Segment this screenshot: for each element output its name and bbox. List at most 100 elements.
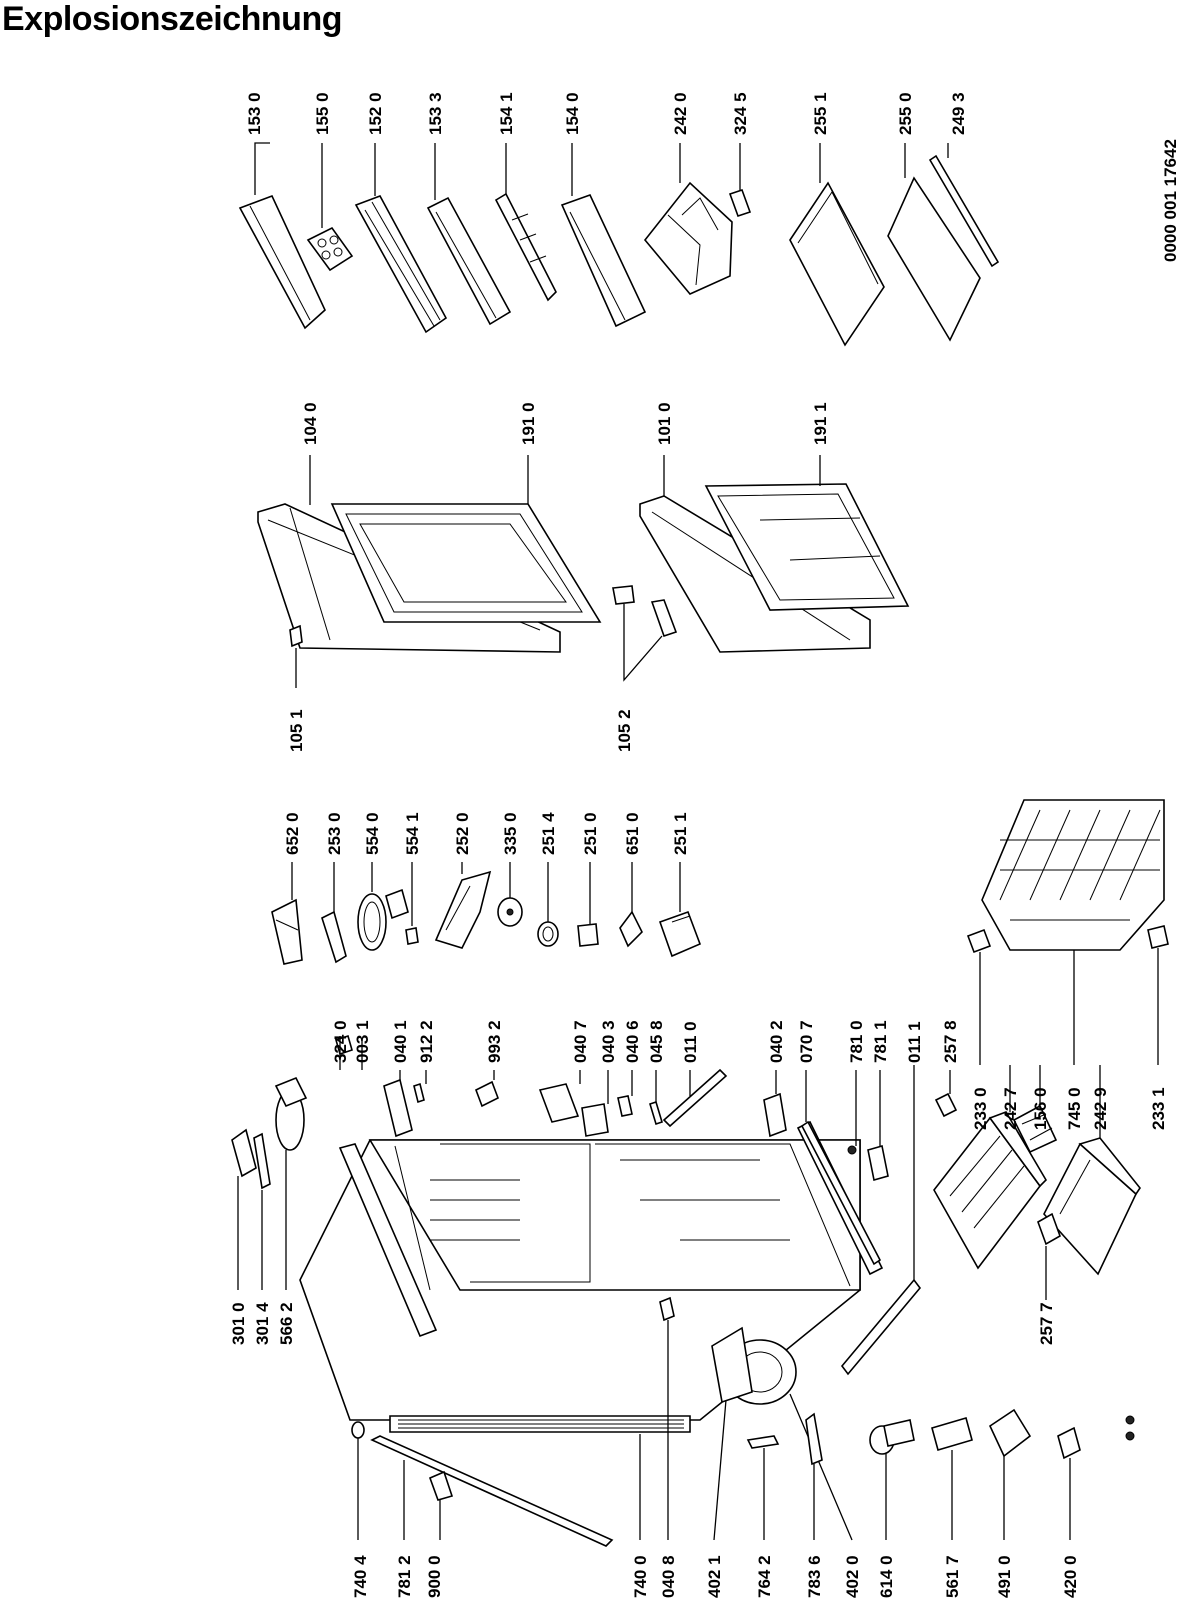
clip-324-5 xyxy=(728,143,752,218)
bottom-parts xyxy=(351,1296,1135,1547)
knob-335-0 xyxy=(497,862,523,927)
label-242-9: 242 9 xyxy=(1091,1087,1110,1130)
lamp-cover-554-0 xyxy=(357,862,409,951)
labels-bottom: 740 4 781 2 900 0 740 0 040 8 402 1 764 … xyxy=(351,1555,1080,1598)
labels-top-left: 301 0 301 4 566 2 xyxy=(229,1302,296,1345)
label-324-0: 324 0 xyxy=(331,1020,350,1063)
label-257-8: 257 8 xyxy=(941,1020,960,1063)
label-040-7: 040 7 xyxy=(571,1020,590,1063)
label-402-0: 402 0 xyxy=(843,1555,862,1598)
thermostat-652-0 xyxy=(271,862,303,965)
ice-tray-156-0 xyxy=(1012,1065,1058,1154)
label-324-5: 324 5 xyxy=(731,92,750,135)
labels-hinges: 324 0 003 1 040 1 912 2 993 2 040 7 040 … xyxy=(331,1020,960,1063)
hinge-parts-top xyxy=(335,1034,958,1266)
rail-011-1 xyxy=(840,1065,922,1376)
label-301-4: 301 4 xyxy=(253,1302,272,1345)
label-561-7: 561 7 xyxy=(943,1555,962,1598)
egg-tray-155-0 xyxy=(306,143,354,272)
glass-shelf-255-1 xyxy=(789,143,885,347)
crisper-drawer-242-9 xyxy=(1043,1065,1141,1276)
label-011-1: 011 1 xyxy=(905,1021,924,1063)
label-040-6: 040 6 xyxy=(623,1020,642,1063)
label-420-0: 420 0 xyxy=(1061,1555,1080,1598)
labels-drawers: 233 0 242 7 156 0 745 0 242 9 233 1 257 … xyxy=(971,1087,1168,1345)
evaporator-745-0 xyxy=(981,799,1165,1065)
door-gasket-191-1 xyxy=(704,455,910,611)
label-900-0: 900 0 xyxy=(425,1555,444,1598)
label-652-0: 652 0 xyxy=(283,812,302,855)
label-045-8: 045 8 xyxy=(647,1020,666,1063)
label-040-2: 040 2 xyxy=(767,1020,786,1063)
label-253-0: 253 0 xyxy=(325,812,344,855)
door-hinge-105-2 xyxy=(612,585,678,682)
labels-accessories: 153 0 155 0 152 0 153 3 154 1 154 0 242 … xyxy=(245,92,1180,262)
label-249-3: 249 3 xyxy=(949,92,968,135)
door-gasket-191-0 xyxy=(330,455,602,623)
compressor-402-0 xyxy=(711,1326,853,1541)
door-shelf-153-3 xyxy=(426,143,512,326)
label-154-0: 154 0 xyxy=(563,92,582,135)
label-781-2: 781 2 xyxy=(395,1555,414,1598)
label-242-0: 242 0 xyxy=(671,92,690,135)
label-252-0: 252 0 xyxy=(453,812,472,855)
knob-253-0 xyxy=(321,862,347,964)
label-912-2: 912 2 xyxy=(417,1020,436,1063)
label-566-2: 566 2 xyxy=(277,1302,296,1345)
hinge-parts-left xyxy=(231,1076,308,1290)
labels-controls: 652 0 253 0 554 0 554 1 252 0 335 0 251 … xyxy=(283,812,690,855)
switch-box-251-1 xyxy=(658,862,702,958)
label-105-1: 105 1 xyxy=(287,709,306,752)
label-783-6: 783 6 xyxy=(805,1555,824,1598)
label-554-1: 554 1 xyxy=(403,812,422,855)
label-191-0: 191 0 xyxy=(519,402,538,445)
label-740-0: 740 0 xyxy=(631,1555,650,1598)
trim-strip-249-3 xyxy=(928,143,1000,268)
bracket-257-7 xyxy=(1037,1212,1061,1300)
label-153-3: 153 3 xyxy=(426,92,445,135)
label-152-0: 152 0 xyxy=(366,92,385,135)
label-040-8: 040 8 xyxy=(659,1555,678,1598)
label-745-0: 745 0 xyxy=(1065,1087,1084,1130)
label-153-0: 153 0 xyxy=(245,92,264,135)
label-003-1: 003 1 xyxy=(353,1020,372,1063)
label-105-2: 105 2 xyxy=(615,709,634,752)
label-257-7: 257 7 xyxy=(1037,1302,1056,1345)
bracket-251-0 xyxy=(577,862,599,947)
label-491-0: 491 0 xyxy=(995,1555,1014,1598)
lamp-socket-554-1 xyxy=(405,862,419,945)
label-040-3: 040 3 xyxy=(599,1020,618,1063)
control-panel-252-0 xyxy=(434,862,492,949)
label-070-7: 070 7 xyxy=(797,1020,816,1063)
label-402-1: 402 1 xyxy=(705,1555,724,1598)
document-number: 0000 001 17642 xyxy=(1161,139,1180,262)
sensor-651-0 xyxy=(619,862,643,948)
label-251-0: 251 0 xyxy=(581,812,600,855)
crisper-242-0 xyxy=(643,143,733,295)
label-233-0: 233 0 xyxy=(971,1087,990,1130)
label-651-0: 651 0 xyxy=(623,812,642,855)
door-shelf-152-0 xyxy=(354,143,448,334)
door-hinge-105-1 xyxy=(289,624,303,688)
door-shelf-154-0 xyxy=(560,143,647,328)
label-993-2: 993 2 xyxy=(485,1020,504,1063)
clip-233-1 xyxy=(1147,925,1169,1065)
ring-251-4 xyxy=(537,862,559,947)
label-554-0: 554 0 xyxy=(363,812,382,855)
label-614-0: 614 0 xyxy=(877,1555,896,1598)
label-155-0: 155 0 xyxy=(313,92,332,135)
door-shelf-153-0 xyxy=(238,142,326,330)
label-156-0: 156 0 xyxy=(1031,1087,1050,1130)
condenser-740-0 xyxy=(389,1415,691,1540)
clip-233-0 xyxy=(966,928,992,1065)
glass-plate-255-0 xyxy=(887,143,981,342)
label-301-0: 301 0 xyxy=(229,1302,248,1345)
label-335-0: 335 0 xyxy=(501,812,520,855)
label-040-1: 040 1 xyxy=(391,1020,410,1063)
labels-doors: 104 0 191 0 101 0 191 1 105 1 105 2 xyxy=(287,402,830,752)
label-101-0: 101 0 xyxy=(655,402,674,445)
label-191-1: 191 1 xyxy=(811,402,830,445)
label-781-1: 781 1 xyxy=(871,1020,890,1063)
label-011-0: 011 0 xyxy=(681,1021,700,1063)
